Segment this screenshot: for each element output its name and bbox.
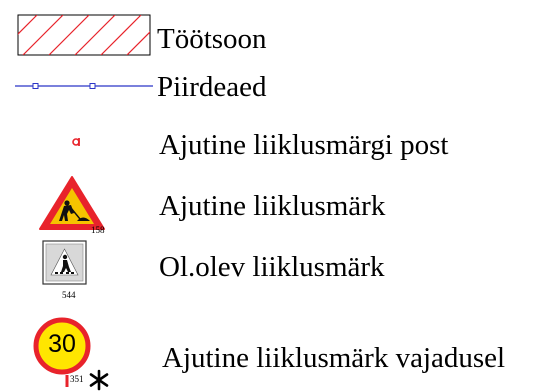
road-works-sign-icon	[39, 176, 105, 230]
existing-sign-label: Ol.olev liiklusmärk	[159, 251, 385, 283]
speed-limit-sign-code: 351	[70, 374, 84, 384]
speed-limit-value: 30	[48, 330, 76, 358]
fence-line-icon	[15, 83, 153, 89]
work-zone-hatch-icon	[17, 14, 151, 56]
fence-label: Piirdeaed	[157, 71, 267, 103]
asterisk-icon	[89, 369, 109, 391]
temporary-sign-if-needed-label: Ajutine liiklusmärk vajadusel	[162, 342, 506, 374]
sign-post-icon	[72, 138, 80, 146]
speed-limit-sign-icon	[33, 317, 91, 387]
work-zone-label: Töötsoon	[157, 23, 267, 55]
road-works-sign-code: 158	[91, 225, 105, 235]
temporary-sign-label: Ajutine liiklusmärk	[159, 190, 386, 222]
existing-sign-code: 544	[62, 290, 76, 300]
temporary-sign-post-label: Ajutine liiklusmärgi post	[159, 129, 449, 161]
pedestrian-crossing-sign-icon	[42, 240, 87, 285]
